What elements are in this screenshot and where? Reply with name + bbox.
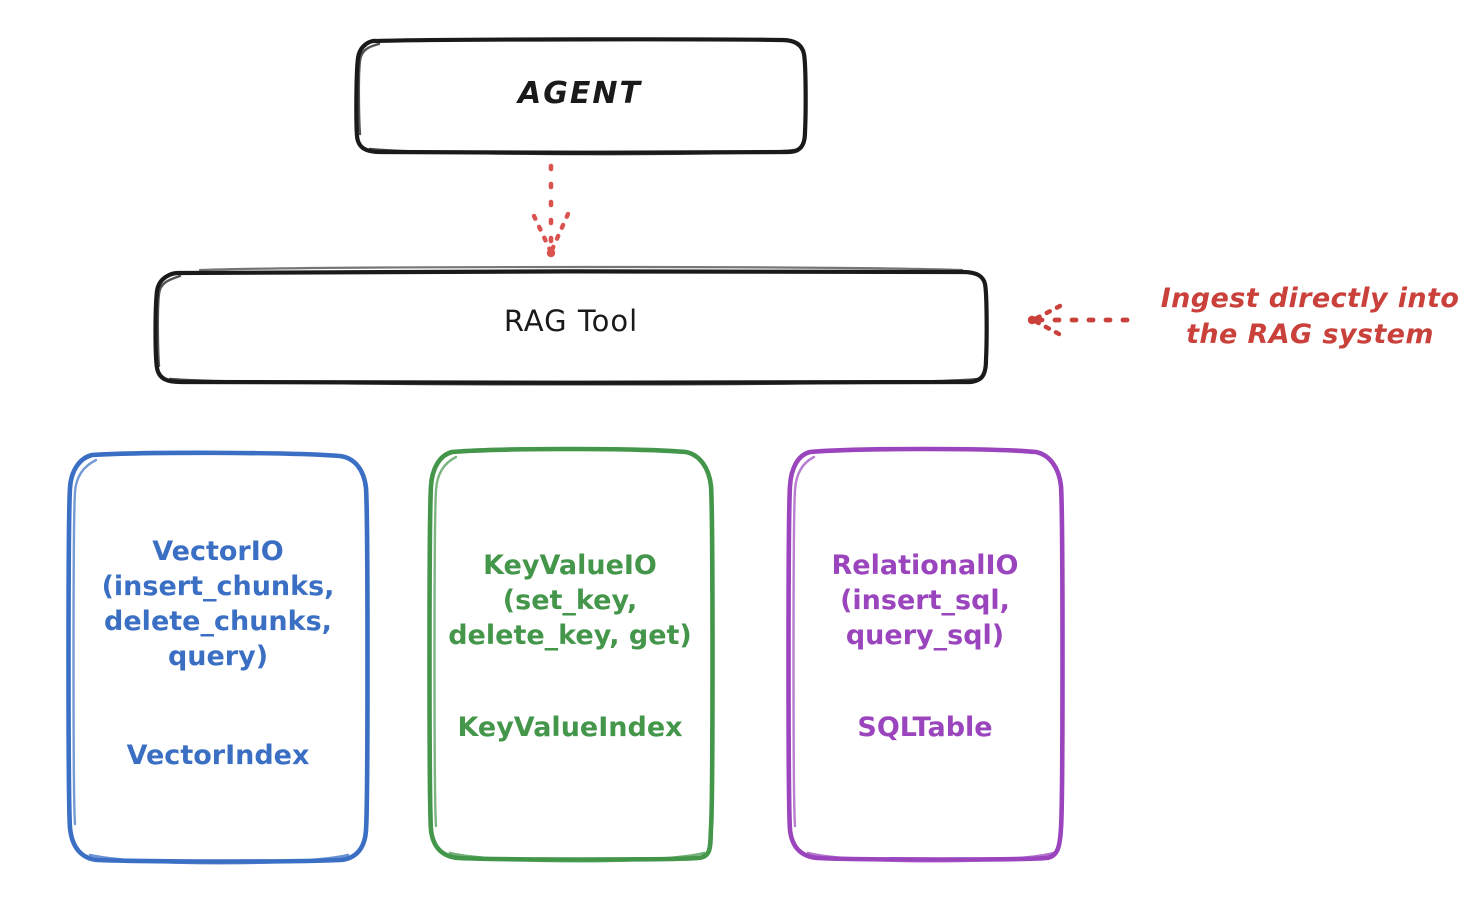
keyvalueio-box[interactable]: [427, 446, 715, 863]
agent-to-rag-connector: [531, 163, 571, 258]
agent-box[interactable]: [354, 37, 808, 156]
ingest-annotation-label: Ingest directly into the RAG system: [1160, 283, 1460, 350]
keyvalueindex-label: KeyValueIndex: [457, 712, 683, 743]
vectorindex-label: VectorIndex: [126, 740, 310, 771]
relationalio-box[interactable]: [786, 446, 1065, 863]
vectorio-api-label: VectorIO (insert_chunks, delete_chunks, …: [101, 536, 335, 673]
rag-tool-box[interactable]: [153, 265, 989, 386]
vectorio-box[interactable]: [66, 450, 370, 865]
relationalio-api-label: RelationalIO (insert_sql, query_sql): [831, 550, 1019, 652]
sqltable-label: SQLTable: [857, 712, 993, 743]
ingest-annotation-arrow: [1027, 303, 1130, 337]
keyvalueio-api-label: KeyValueIO (set_key, delete_key, get): [448, 550, 692, 652]
